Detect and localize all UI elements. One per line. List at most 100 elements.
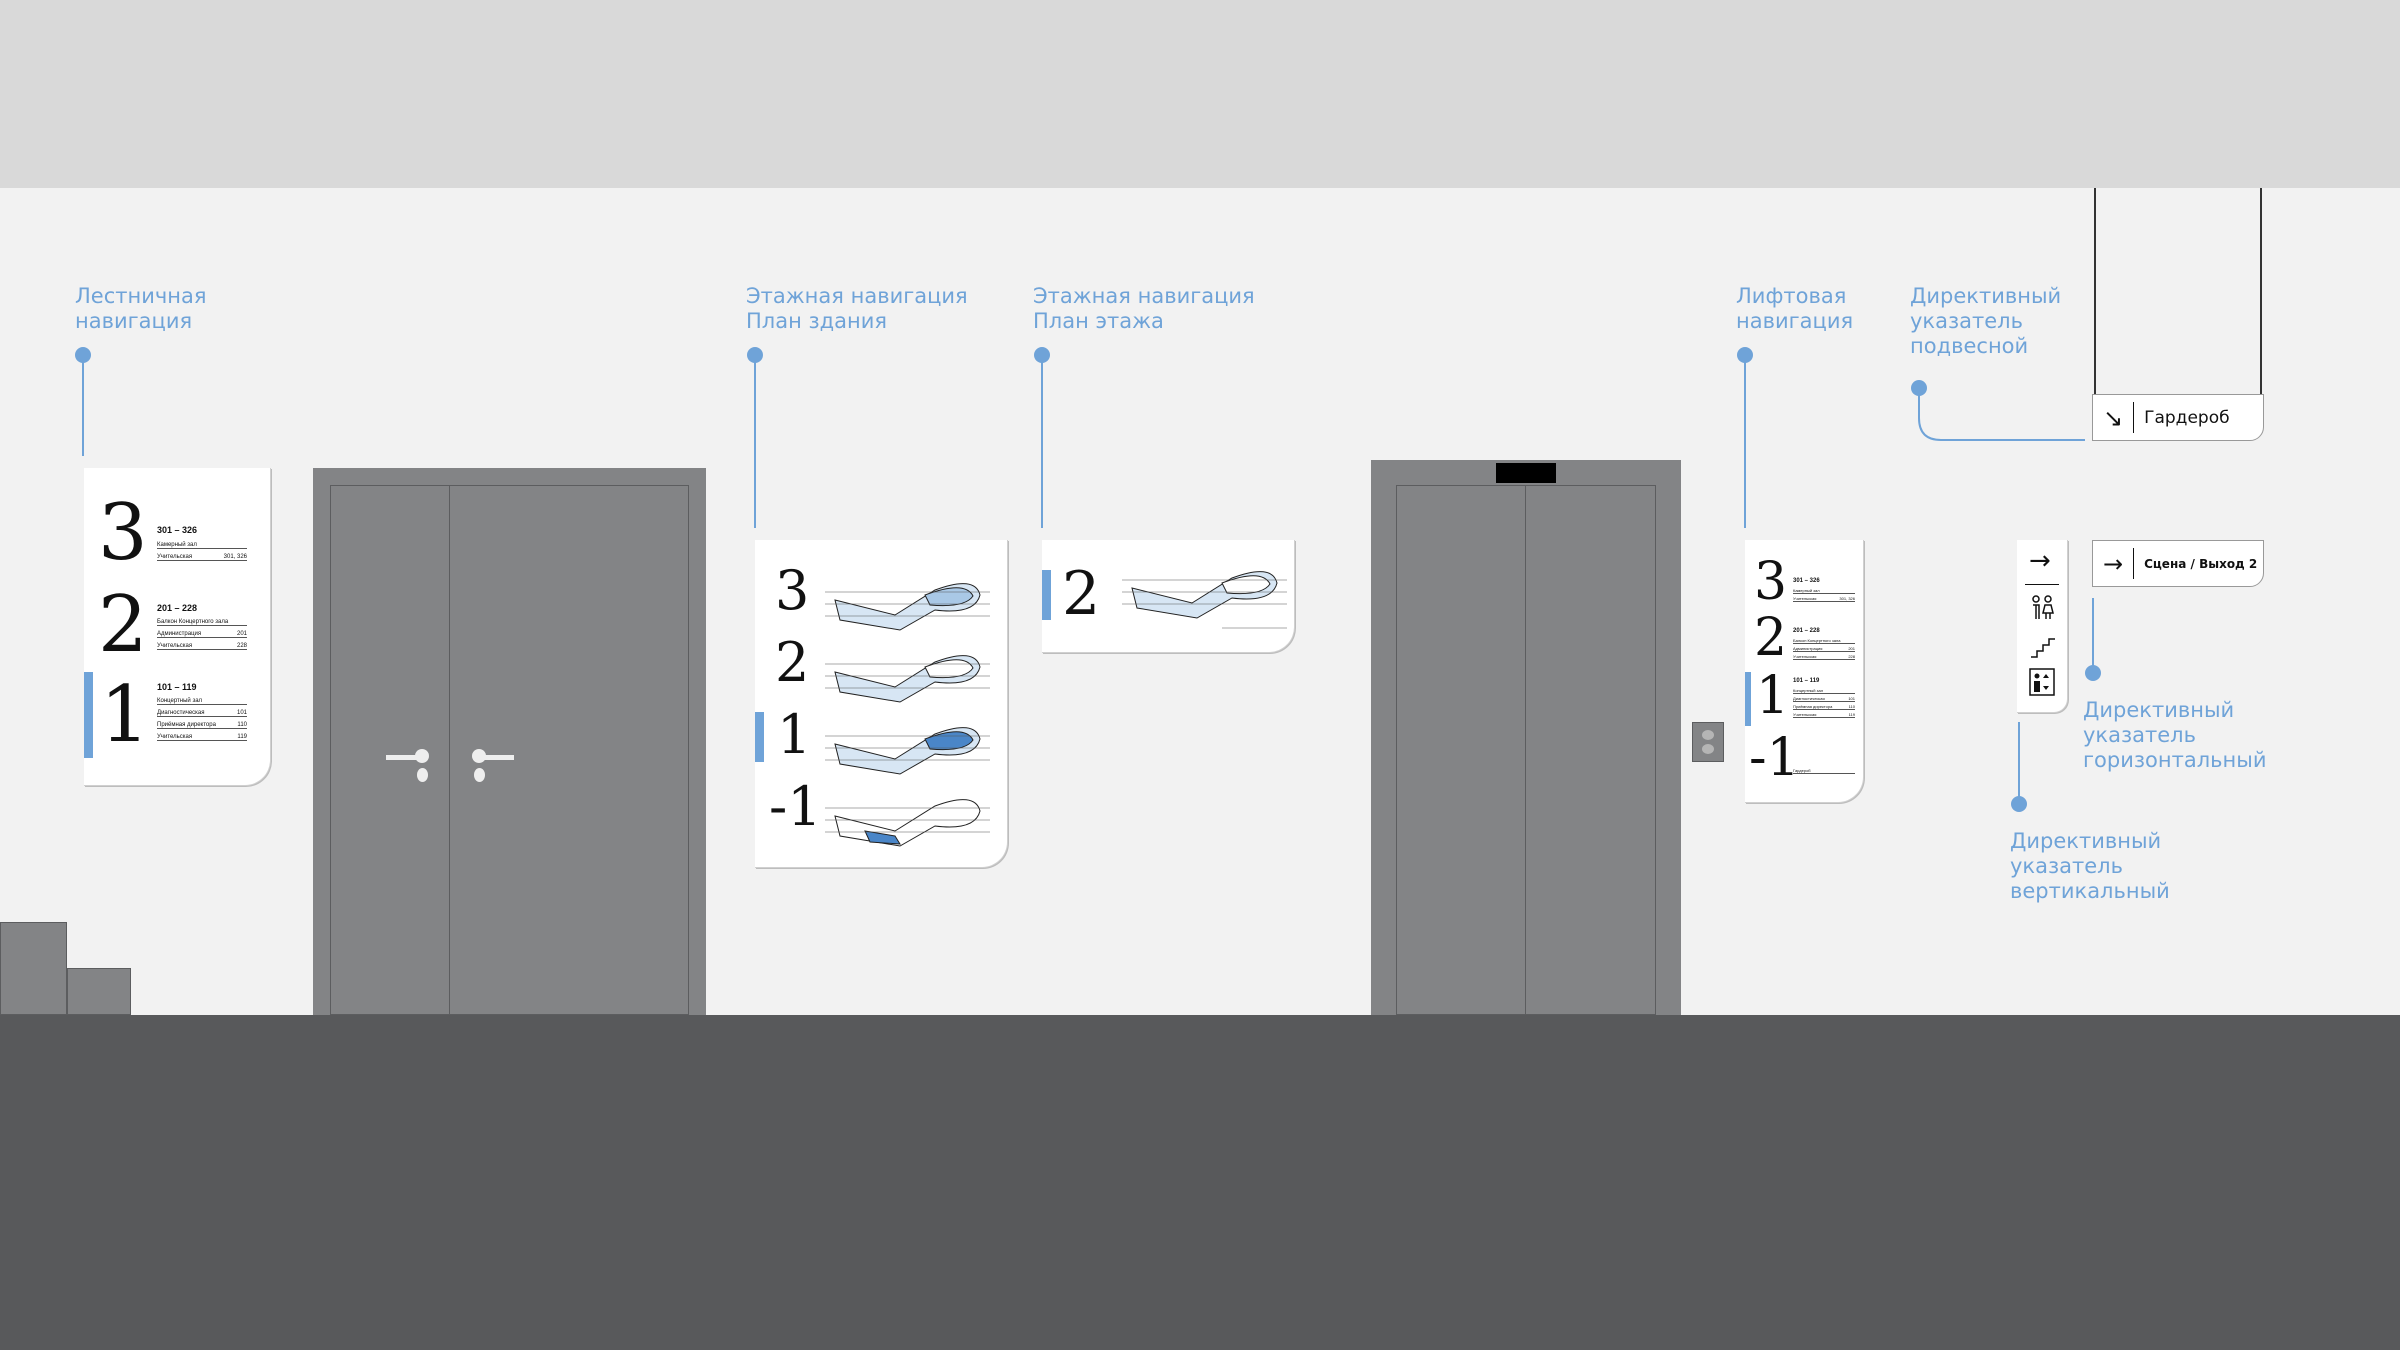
- floor-digit: 2: [1062, 559, 1101, 629]
- elevator-floor-indicator: [1496, 463, 1556, 483]
- divider: [2133, 547, 2135, 580]
- double-door: [313, 468, 706, 1015]
- hanging-sign-text: Гардероб: [2144, 407, 2230, 428]
- list-item: Камерный зал: [157, 542, 247, 549]
- callout-line: [2092, 598, 2094, 670]
- door-handle-left: [386, 755, 426, 760]
- door-handle-right-knob: [472, 749, 486, 763]
- floor-range: 201 – 228: [157, 603, 198, 613]
- floor-plan-3: [834, 583, 981, 631]
- callout-line: [1041, 356, 1043, 528]
- elevator: [1371, 460, 1681, 1015]
- floor-range: 301 – 326: [1793, 578, 1820, 584]
- elevator-door-right: [1525, 485, 1656, 1015]
- call-button-down[interactable]: [1702, 744, 1714, 754]
- vertical-directive-sign: →: [2017, 540, 2068, 713]
- callout-line: [1744, 356, 1746, 528]
- label-hanging-directive: Директивный указатель подвесной: [1910, 284, 2062, 358]
- call-button-up[interactable]: [1702, 730, 1714, 740]
- horizontal-sign-text: Сцена / Выход 2: [2144, 556, 2258, 571]
- floor-plan-1: [834, 727, 981, 775]
- label-floor-plan: Этажная навигация План этажа: [1033, 284, 1255, 333]
- floor-digit: 2: [98, 580, 148, 670]
- floor-range: 101 – 119: [157, 682, 197, 692]
- floor: [0, 1015, 2400, 1350]
- callout-line-hanging: [1918, 388, 2085, 441]
- door-leaf-left: [330, 485, 450, 1015]
- arrow-down-right-icon: ↘: [2103, 403, 2124, 432]
- hanging-directive-sign: ↘ Гардероб: [2092, 394, 2264, 441]
- floor-digit: -1: [769, 775, 822, 838]
- stairs-step: [67, 968, 131, 1015]
- callout-dot: [2085, 665, 2101, 681]
- label-lift-navigation: Лифтовая навигация: [1736, 284, 1854, 333]
- stairs-icon: [2031, 638, 2055, 658]
- callout-line: [754, 356, 756, 528]
- stairs-step: [0, 922, 67, 1015]
- floor-plan-drawing: [1122, 571, 1287, 629]
- callout-dot: [1737, 347, 1753, 363]
- floor-digit: 1: [100, 670, 150, 760]
- door-lock-left: [417, 768, 428, 782]
- door-handle-right: [474, 755, 514, 760]
- floor-digit: 1: [1756, 666, 1790, 726]
- floor-digit: -1: [1749, 728, 1800, 788]
- arrow-right-icon: →: [2103, 549, 2124, 578]
- elevator-icon: [2029, 668, 2055, 696]
- door-handle-left-knob: [415, 749, 429, 763]
- callout-dot: [2011, 796, 2027, 812]
- list-item: Концертный зал: [1793, 688, 1855, 694]
- floor-digit: 1: [777, 703, 812, 766]
- divider: [2025, 584, 2059, 585]
- divider: [2133, 401, 2135, 434]
- current-floor-marker: [1042, 570, 1051, 620]
- restroom-icon: [2032, 595, 2054, 619]
- current-floor-marker: [84, 672, 93, 758]
- callout-dot: [1034, 347, 1050, 363]
- floor-range: 301 – 326: [157, 525, 198, 535]
- list-item: Камерный зал: [1793, 588, 1855, 594]
- floor-digit: 3: [775, 559, 810, 622]
- floor-digit: 2: [775, 631, 810, 694]
- list-item: Балкон Концертного зала: [157, 619, 247, 626]
- floor-digit: 3: [98, 488, 148, 578]
- callout-line: [82, 356, 84, 456]
- current-floor-marker: [755, 712, 764, 762]
- door-lock-right: [474, 768, 485, 782]
- list-item: Балкон Концертного зала: [1793, 638, 1855, 644]
- suspension-cable: [2094, 188, 2096, 394]
- building-plan-drawing: [825, 583, 990, 847]
- floor-plan-sign: 2: [1042, 540, 1295, 653]
- building-plan-sign: 3 2 1 -1: [755, 540, 1008, 868]
- door-leaf-right: [449, 485, 689, 1015]
- label-horizontal-directive: Директивный указатель горизонтальный: [2083, 698, 2267, 772]
- elevator-call-panel[interactable]: [1692, 722, 1724, 762]
- callout-line: [2018, 722, 2020, 800]
- horizontal-directive-sign: → Сцена / Выход 2: [2092, 540, 2264, 587]
- floor-digit: 2: [1754, 608, 1788, 668]
- elevator-door-left: [1396, 485, 1526, 1015]
- ceiling: [0, 0, 2400, 188]
- callout-dot: [747, 347, 763, 363]
- current-floor-marker: [1745, 672, 1751, 726]
- label-stair-navigation: Лестничная навигация: [75, 284, 207, 333]
- list-item: Концертный зал: [157, 698, 247, 705]
- floor-plan-minus-1: [834, 799, 981, 847]
- floor-digit: 3: [1754, 552, 1788, 612]
- arrow-right-icon: →: [2029, 546, 2051, 576]
- label-floor-building-plan: Этажная навигация План здания: [746, 284, 968, 333]
- suspension-cable: [2260, 188, 2262, 394]
- label-vertical-directive: Директивный указатель вертикальный: [2010, 829, 2170, 903]
- list-item: Гардероб: [1793, 768, 1855, 774]
